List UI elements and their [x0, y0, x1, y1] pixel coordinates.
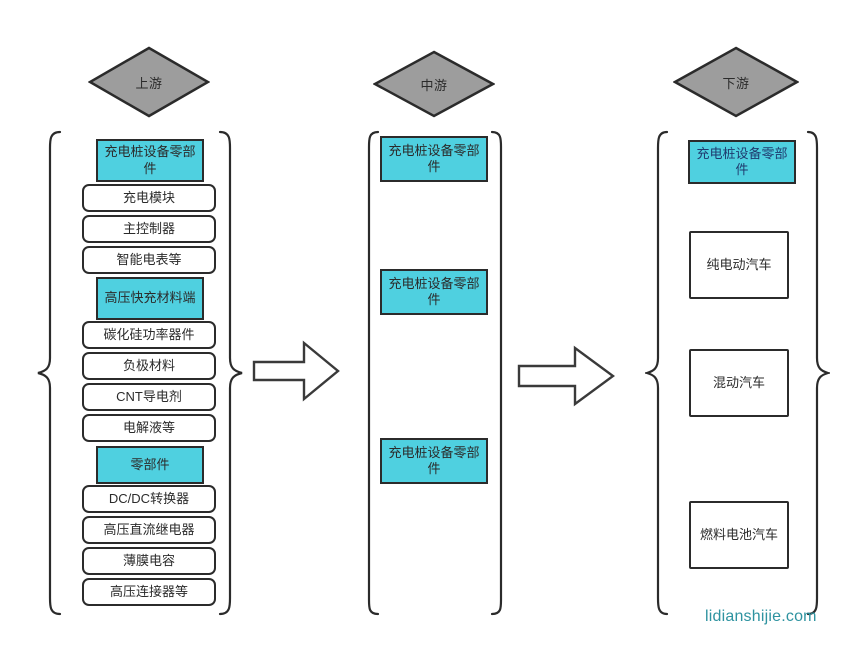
item-upstream-1-1[interactable]: 负极材料 — [82, 352, 216, 380]
brace-right-upstream — [218, 130, 244, 616]
group-header-upstream-1[interactable]: 高压快充材料端 — [96, 277, 204, 320]
item-upstream-2-0[interactable]: DC/DC转换器 — [82, 485, 216, 513]
group-header-midstream-1[interactable]: 充电桩设备零部件 — [380, 269, 488, 315]
brace-right-midstream — [490, 130, 512, 616]
brace-left-midstream — [358, 130, 380, 616]
item-downstream-0-1[interactable]: 混动汽车 — [689, 349, 789, 417]
brace-left-downstream — [645, 130, 669, 616]
arrow-upstream-to-midstream — [252, 340, 340, 402]
item-upstream-0-2[interactable]: 智能电表等 — [82, 246, 216, 274]
item-upstream-0-0[interactable]: 充电模块 — [82, 184, 216, 212]
stage-diamond-midstream: 中游 — [373, 50, 495, 118]
item-downstream-0-2[interactable]: 燃料电池汽车 — [689, 501, 789, 569]
item-upstream-1-2[interactable]: CNT导电剂 — [82, 383, 216, 411]
stage-label-midstream: 中游 — [420, 77, 448, 93]
item-downstream-0-0[interactable]: 纯电动汽车 — [689, 231, 789, 299]
group-header-upstream-0[interactable]: 充电桩设备零部件 — [96, 139, 204, 182]
brace-left-upstream — [36, 130, 62, 616]
arrow-midstream-to-downstream — [517, 345, 615, 407]
group-header-upstream-2[interactable]: 零部件 — [96, 446, 204, 484]
item-upstream-0-1[interactable]: 主控制器 — [82, 215, 216, 243]
group-header-midstream-0[interactable]: 充电桩设备零部件 — [380, 136, 488, 182]
group-header-midstream-2[interactable]: 充电桩设备零部件 — [380, 438, 488, 484]
stage-diamond-downstream: 下游 — [673, 46, 799, 118]
item-upstream-2-2[interactable]: 薄膜电容 — [82, 547, 216, 575]
stage-diamond-upstream: 上游 — [88, 46, 210, 118]
group-header-downstream-0[interactable]: 充电桩设备零部件 — [688, 140, 796, 184]
stage-label-upstream: 上游 — [135, 75, 163, 91]
item-upstream-2-1[interactable]: 高压直流继电器 — [82, 516, 216, 544]
item-upstream-1-0[interactable]: 碳化硅功率器件 — [82, 321, 216, 349]
item-upstream-2-3[interactable]: 高压连接器等 — [82, 578, 216, 606]
item-upstream-1-3[interactable]: 电解液等 — [82, 414, 216, 442]
stage-label-downstream: 下游 — [722, 75, 750, 91]
brace-right-downstream — [806, 130, 830, 616]
watermark: lidianshijie.com — [705, 608, 817, 625]
